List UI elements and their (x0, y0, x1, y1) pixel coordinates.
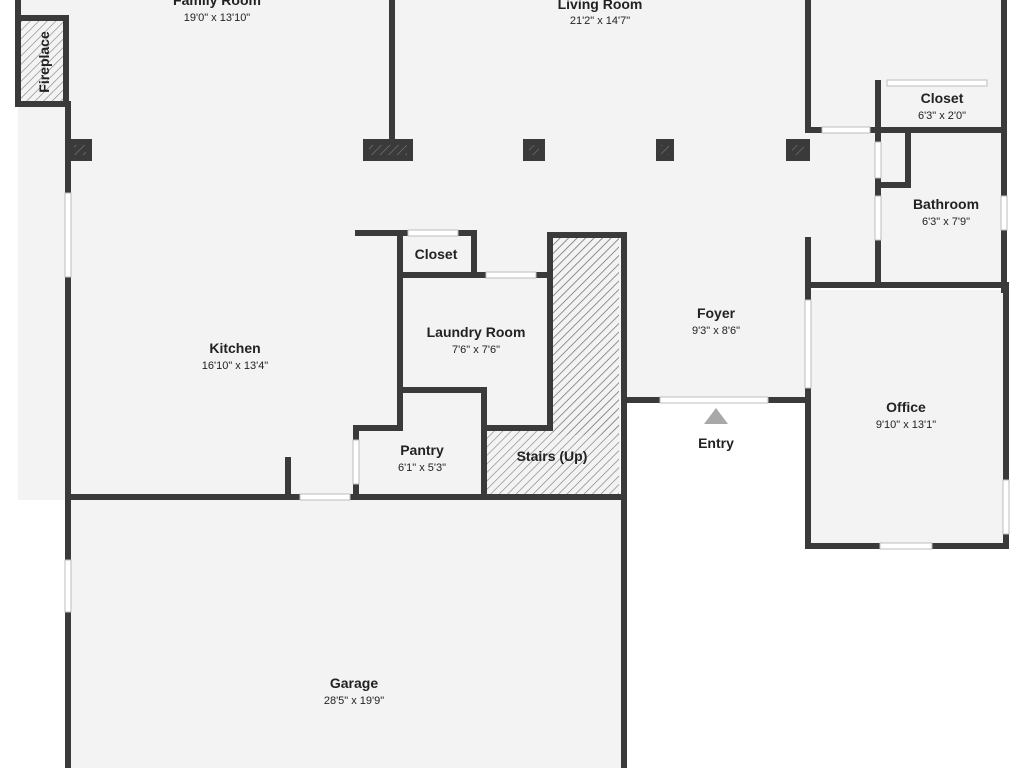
garage-door-opening (299, 493, 351, 501)
laundry-room-name: Laundry Room (427, 324, 526, 340)
column-living-1-hatch (529, 145, 539, 155)
column-divider-hatch (369, 145, 407, 155)
foyer-dims: 9'3" x 8'6" (692, 325, 740, 337)
closet-top-window (886, 79, 988, 87)
fireplace-hatch (18, 18, 66, 104)
column-east-hatch (792, 145, 804, 155)
bathroom-dims: 6'3" x 7'9" (922, 216, 970, 228)
column-west-hatch (74, 145, 86, 155)
foyer-floor (624, 0, 808, 400)
garage-floor (68, 498, 624, 768)
office-dims: 9'10" x 13'1" (876, 419, 936, 431)
laundry-room-dims: 7'6" x 7'6" (452, 344, 500, 356)
kitchen-closet-name: Closet (415, 246, 458, 262)
living-room-name: Living Room (558, 0, 643, 12)
closet-door-opening (821, 126, 871, 134)
pantry-wall (397, 387, 487, 500)
pantry-name: Pantry (400, 442, 444, 458)
entry-door (659, 396, 769, 404)
pantry-dims: 6'1" x 5'3" (398, 462, 446, 474)
office-east-window (1002, 479, 1010, 535)
room-labels: Family Room 19'0" x 13'10" Living Room 2… (36, 0, 979, 707)
fireplace-label: Fireplace (36, 31, 52, 93)
west-window-kitchen (64, 192, 72, 278)
pantry-door-opening (352, 439, 360, 485)
office-floor (810, 290, 1006, 546)
family-room-dims: 19'0" x 13'10" (184, 12, 251, 24)
windows (64, 79, 1010, 613)
garage-dims: 28'5" x 19'9" (324, 695, 384, 707)
family-room-name: Family Room (173, 0, 261, 8)
floor-areas (18, 0, 1006, 768)
garage-name: Garage (330, 675, 378, 691)
laundry-east-wall (481, 232, 553, 431)
upper-closet-dims: 6'3" x 2'0" (918, 110, 966, 122)
bathroom-west-window (874, 195, 882, 241)
kitchen-closet-door (407, 229, 459, 237)
stairs-label: Stairs (Up) (517, 448, 588, 464)
upper-closet-wall (875, 0, 1007, 133)
laundry-door-opening (485, 271, 537, 279)
foyer-name: Foyer (697, 305, 736, 321)
columns (68, 139, 810, 161)
bathroom-name: Bathroom (913, 196, 979, 212)
office-name: Office (886, 399, 926, 415)
stairs-mask (487, 235, 551, 428)
bathroom-door-opening (874, 141, 882, 179)
walls (65, 0, 1009, 768)
office-door-opening (804, 299, 812, 389)
kitchen-name: Kitchen (209, 340, 260, 356)
bathroom-east-window (1000, 195, 1008, 231)
office-south-window (879, 542, 933, 550)
column-living-2-hatch (661, 145, 669, 155)
entry-arrow-icon (704, 408, 728, 424)
west-window-garage (64, 559, 72, 613)
entry-label: Entry (698, 435, 734, 451)
stairs-hatch-upper (553, 235, 619, 435)
living-room-dims: 21'2" x 14'7" (570, 15, 630, 27)
kitchen-dims: 16'10" x 13'4" (202, 360, 269, 372)
upper-closet-name: Closet (921, 90, 964, 106)
